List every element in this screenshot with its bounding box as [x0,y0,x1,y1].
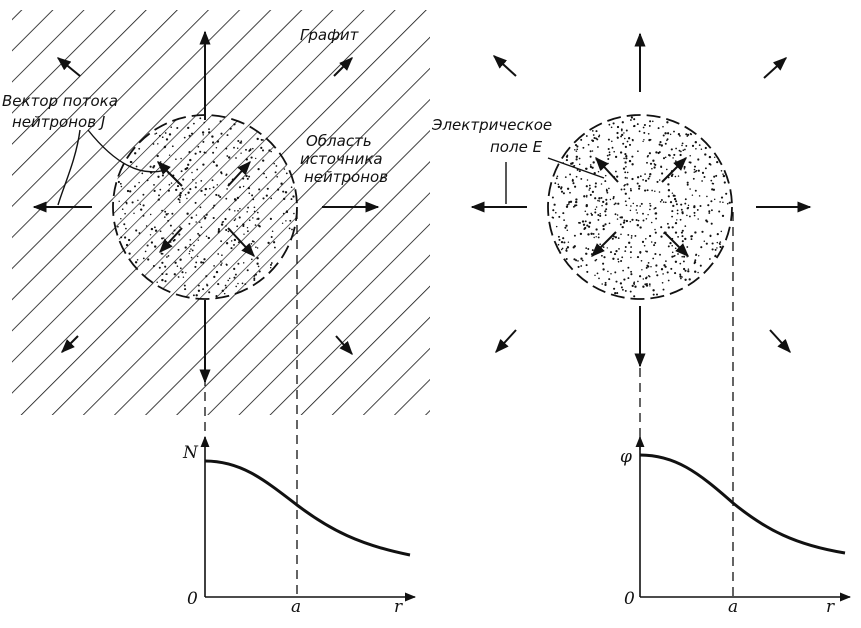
charge-stipple [551,116,731,298]
field-arrow-inner-ul [595,156,619,183]
charge-region [547,114,733,300]
field-arrows [470,32,812,368]
flux-arrow-inner-dl [159,227,183,254]
field-arrow-downright [769,329,791,354]
field-arrow-inner-dl [591,231,617,257]
plot-right: φ 0 a r [620,435,852,617]
field-arrow-upleft [492,55,517,77]
field-arrow-inner-dr [663,231,689,257]
flux-label-line1: Вектор потока [2,92,118,110]
flux-label-line2: нейтронов J [12,113,105,131]
plot-left: N 0 a r [182,435,417,617]
field-label-line2: поле E [490,138,543,156]
source-label-line1: Область [306,132,372,150]
field-label-line1: Электрическое [431,116,552,134]
flux-arrow-upright [333,57,353,77]
field-arrow-inner-ur [661,157,687,183]
flux-label-leaders [57,129,166,206]
plot-left-ylabel: N [182,443,199,463]
flux-arrow-downleft [61,335,79,353]
plot-right-potential-curve [639,453,846,555]
plot-left-xtick-a: a [291,597,301,617]
plot-left-neutron-density-curve [204,459,411,557]
projection-lines-left [204,210,298,597]
plot-right-ylabel: φ [620,447,632,467]
flux-arrow-inner-ul [157,161,183,187]
plot-right-origin: 0 [624,589,635,609]
field-label-leaders [505,157,605,204]
flux-arrow-upleft [56,57,81,77]
plot-left-origin: 0 [187,589,198,609]
graphite-label: Графит [300,26,360,44]
field-arrow-upright [763,57,788,79]
plot-right-xlabel: r [826,597,835,617]
source-label-line3: нейтронов [304,168,388,186]
field-arrow-downleft [495,329,517,354]
source-label-line2: источника [300,150,383,168]
plot-right-xtick-a: a [728,597,738,617]
source-stipple [117,117,295,298]
flux-arrow-inner-ur [227,160,251,187]
flux-arrow-inner-dr [227,227,255,258]
flux-arrow-downright [335,335,353,356]
plot-left-xlabel: r [394,597,403,617]
